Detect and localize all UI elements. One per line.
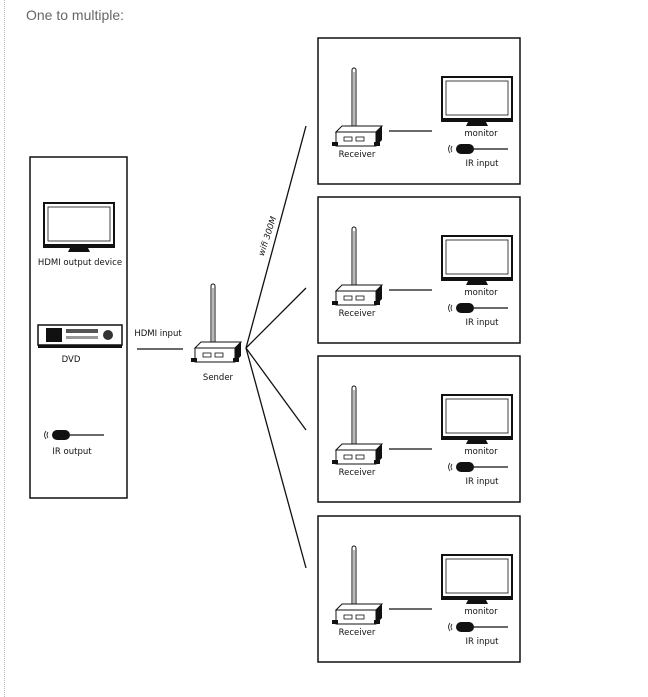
page-border [4, 0, 5, 697]
receiver-panel: Receiver monitor IR input [317, 355, 521, 503]
hdmi-input-label: HDMI input [134, 329, 182, 339]
ir-output-icon [43, 429, 105, 441]
ir-input-icon [447, 143, 509, 155]
sender-icon [190, 283, 242, 363]
monitor-label: monitor [464, 129, 498, 139]
receiver-panel-frame [317, 515, 521, 663]
monitor-label: monitor [464, 447, 498, 457]
receiver-label: Receiver [339, 468, 376, 478]
hdmi-output-device-label: HDMI output device [38, 258, 122, 268]
ir-input-icon [447, 302, 509, 314]
monitor-icon [440, 554, 514, 605]
ir-input-label: IR input [466, 637, 500, 647]
monitor-icon [440, 76, 514, 127]
monitor-icon [440, 235, 514, 286]
ir-input-label: IR input [466, 477, 500, 487]
receiver-label: Receiver [339, 628, 376, 638]
receiver-panel-frame [317, 355, 521, 503]
ir-output-label: IR output [52, 447, 92, 457]
ir-input-label: IR input [466, 318, 500, 328]
receiver-panel-frame [317, 196, 521, 344]
hdmi-output-device-icon [42, 202, 116, 253]
receiver-panel: Receiver monitor IR input [317, 196, 521, 344]
page-title: One to multiple: [26, 7, 125, 23]
receiver-icon [331, 67, 383, 147]
monitor-label: monitor [464, 288, 498, 298]
receiver-panel: Receiver monitor IR input [317, 515, 521, 663]
ir-input-icon [447, 461, 509, 473]
ir-input-label: IR input [466, 159, 500, 169]
ir-input-icon [447, 621, 509, 633]
source-panel [29, 156, 128, 499]
receiver-label: Receiver [339, 150, 376, 160]
receiver-label: Receiver [339, 309, 376, 319]
receiver-icon [331, 545, 383, 625]
receiver-panel-frame [317, 37, 521, 185]
monitor-label: monitor [464, 607, 498, 617]
receiver-panel: Receiver monitor IR input [317, 37, 521, 185]
dvd-label: DVD [62, 355, 81, 365]
receiver-icon [331, 385, 383, 465]
receiver-icon [331, 226, 383, 306]
sender-label: Sender [203, 373, 234, 383]
dvd-player-icon [37, 324, 123, 348]
wireless-links [245, 125, 307, 569]
monitor-icon [440, 394, 514, 445]
